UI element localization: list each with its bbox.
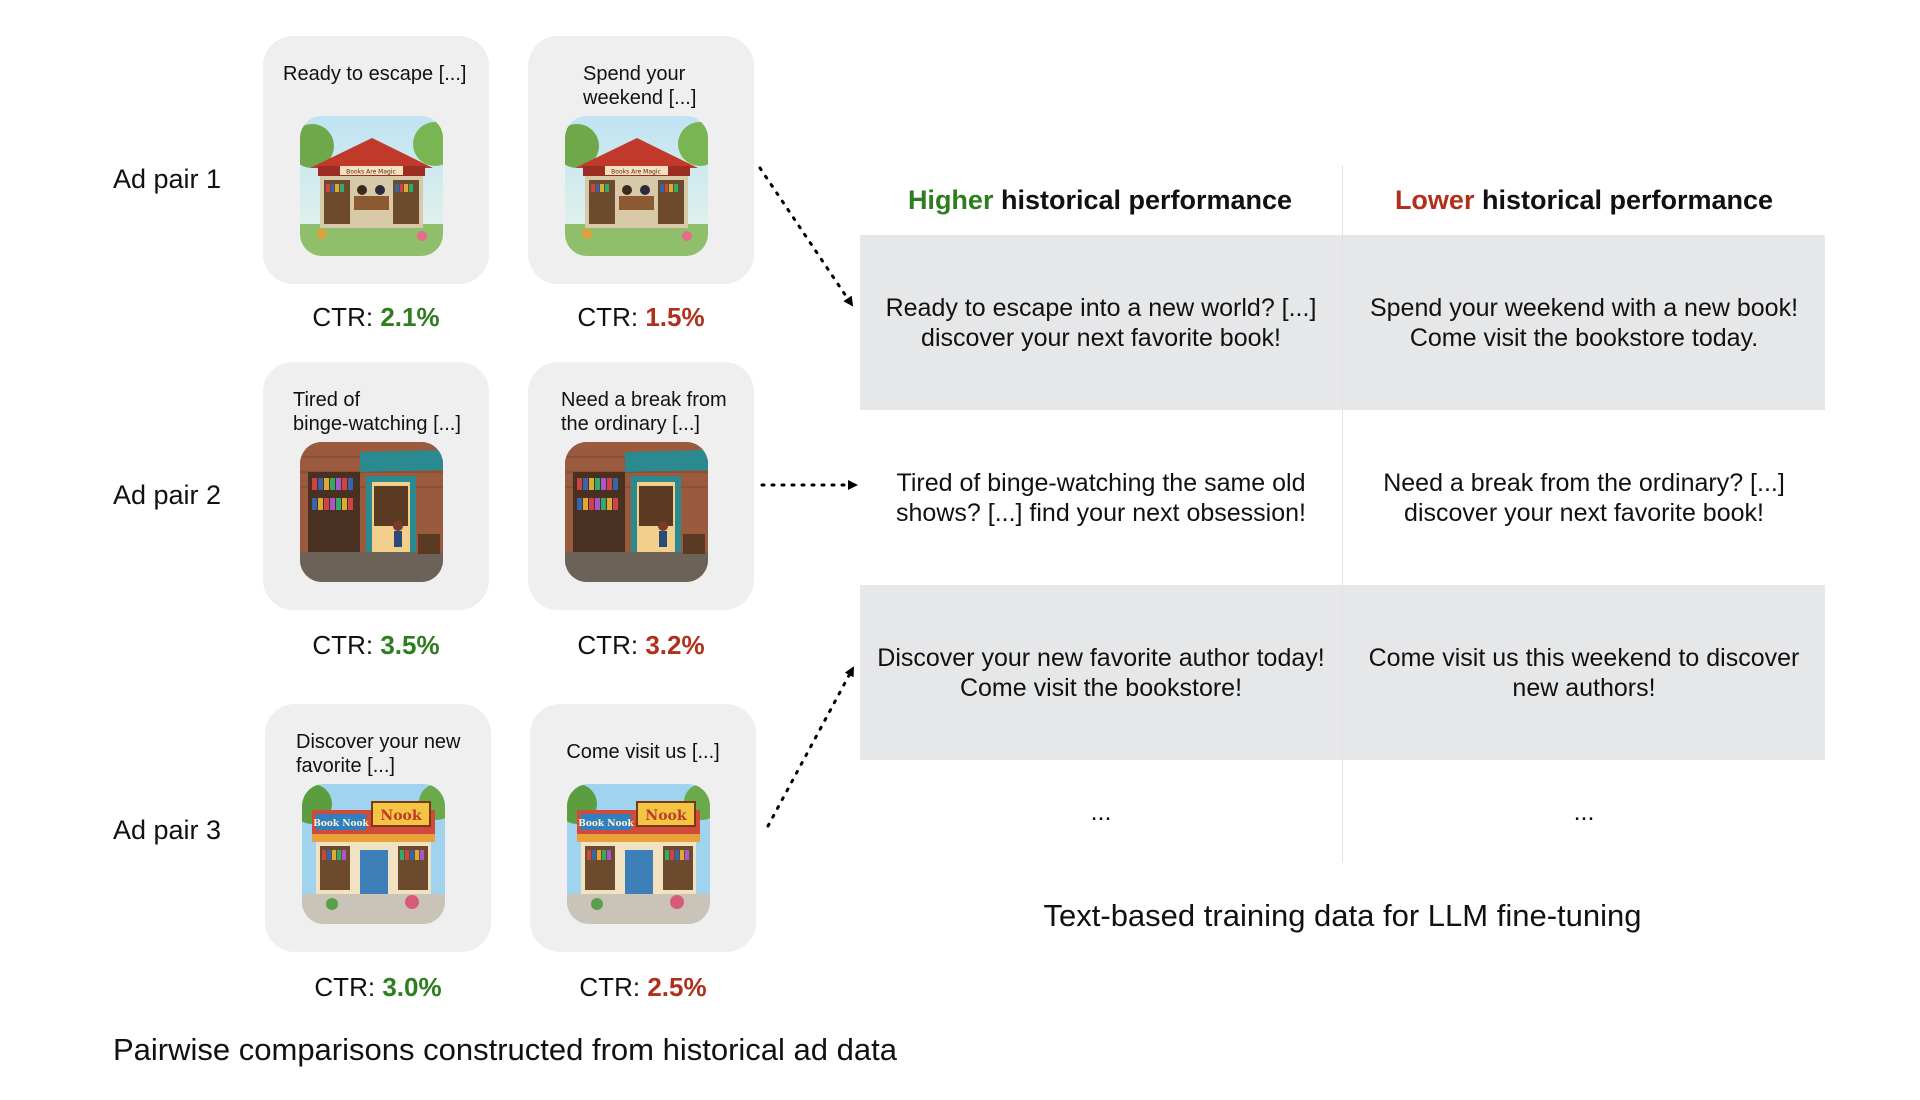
ctr-label: CTR: xyxy=(577,302,639,332)
cell-higher: Ready to escape into a new world? [...] … xyxy=(885,293,1317,352)
ad-card-pair2-low: Need a break from the ordinary [...] xyxy=(528,362,754,610)
ctr-value: 2.1% xyxy=(380,302,440,332)
cell-higher: Discover your new favorite author today!… xyxy=(877,643,1325,702)
header-lower: Lower historical performance xyxy=(1344,165,1824,235)
ad-pair-2-label: Ad pair 2 xyxy=(113,480,222,510)
cell-lower: ... xyxy=(1573,797,1595,826)
ad-card-pair1-high: Ready to escape [...] Books Are Magic xyxy=(263,36,489,284)
ad-card-pair2-high: Tired of binge-watching [...] xyxy=(263,362,489,610)
bookstore-kiosk-image: Books Are Magic xyxy=(565,116,708,256)
ad-pair-3-label: Ad pair 3 xyxy=(113,815,222,845)
ad-caption: Tired of binge-watching [...] xyxy=(293,389,461,435)
store-sign-text: Book Nook xyxy=(313,819,369,829)
ctr-pair2-low: CTR: 3.2% xyxy=(528,630,754,661)
ctr-pair3-low: CTR: 2.5% xyxy=(530,972,756,1003)
table-row: Tired of binge-watching the same old sho… xyxy=(860,410,1825,585)
header-lower-rest: historical performance xyxy=(1474,184,1774,215)
book-nook-storefront-image: Book Nook Nook xyxy=(302,784,445,924)
ctr-label: CTR: xyxy=(579,972,641,1002)
kiosk-sign-text: Books Are Magic xyxy=(346,169,396,176)
ad-card-pair1-low: Spend your weekend [...] Books Are Magic xyxy=(528,36,754,284)
ad-card-pair3-low: Come visit us [...] Book Nook Nook xyxy=(530,704,756,952)
arrow-pair1 xyxy=(758,166,854,307)
ctr-value: 3.2% xyxy=(645,630,705,660)
store-sign-text: Nook xyxy=(380,808,421,824)
ad-caption: Need a break from the ordinary [...] xyxy=(561,389,727,435)
ctr-value: 1.5% xyxy=(645,302,705,332)
book-nook-storefront-image: Book Nook Nook xyxy=(567,784,710,924)
cell-lower: Spend your weekend with a new book! Come… xyxy=(1369,293,1799,352)
right-caption: Text-based training data for LLM fine-tu… xyxy=(1043,898,1642,933)
ad-caption: Discover your new favorite [...] xyxy=(296,731,461,777)
ctr-pair1-high: CTR: 2.1% xyxy=(263,302,489,333)
ctr-pair3-high: CTR: 3.0% xyxy=(265,972,491,1003)
header-higher: Higher historical performance xyxy=(860,165,1340,235)
ctr-pair2-high: CTR: 3.5% xyxy=(263,630,489,661)
ctr-pair1-low: CTR: 1.5% xyxy=(528,302,754,333)
cell-lower: Come visit us this weekend to discover n… xyxy=(1368,643,1800,702)
ad-caption: Come visit us [...] xyxy=(566,741,720,763)
ctr-label: CTR: xyxy=(312,630,374,660)
ctr-label: CTR: xyxy=(314,972,376,1002)
bookstore-kiosk-image: Books Are Magic xyxy=(300,116,443,256)
ctr-value: 3.5% xyxy=(380,630,440,660)
bookstore-storefront-image xyxy=(565,442,708,582)
bookstore-storefront-image xyxy=(300,442,443,582)
header-higher-rest: historical performance xyxy=(993,184,1293,215)
ctr-value: 3.0% xyxy=(382,972,442,1002)
cell-higher: ... xyxy=(1090,797,1112,826)
store-sign-text: Book Nook xyxy=(578,819,634,829)
ad-caption: Ready to escape [...] xyxy=(283,63,467,85)
cell-lower: Need a break from the ordinary? [...] di… xyxy=(1383,468,1785,527)
header-higher-word: Higher xyxy=(907,184,994,215)
left-caption: Pairwise comparisons constructed from hi… xyxy=(113,1032,897,1067)
ctr-value: 2.5% xyxy=(647,972,707,1002)
table-row: ... ... xyxy=(860,760,1825,863)
ctr-label: CTR: xyxy=(312,302,374,332)
kiosk-sign-text: Books Are Magic xyxy=(611,169,661,176)
cell-higher: Tired of binge-watching the same old sho… xyxy=(896,468,1306,527)
arrow-pair3 xyxy=(766,666,855,828)
ctr-label: CTR: xyxy=(577,630,639,660)
ad-card-pair3-high: Discover your new favorite [...] Book No… xyxy=(265,704,491,952)
column-divider xyxy=(1342,165,1343,863)
store-sign-text: Nook xyxy=(645,808,686,824)
ad-pair-1-label: Ad pair 1 xyxy=(113,164,222,194)
training-data-table: Higher historical performance Lower hist… xyxy=(860,165,1825,863)
ad-caption: Spend your weekend [...] xyxy=(583,63,697,109)
header-lower-word: Lower xyxy=(1394,184,1475,215)
